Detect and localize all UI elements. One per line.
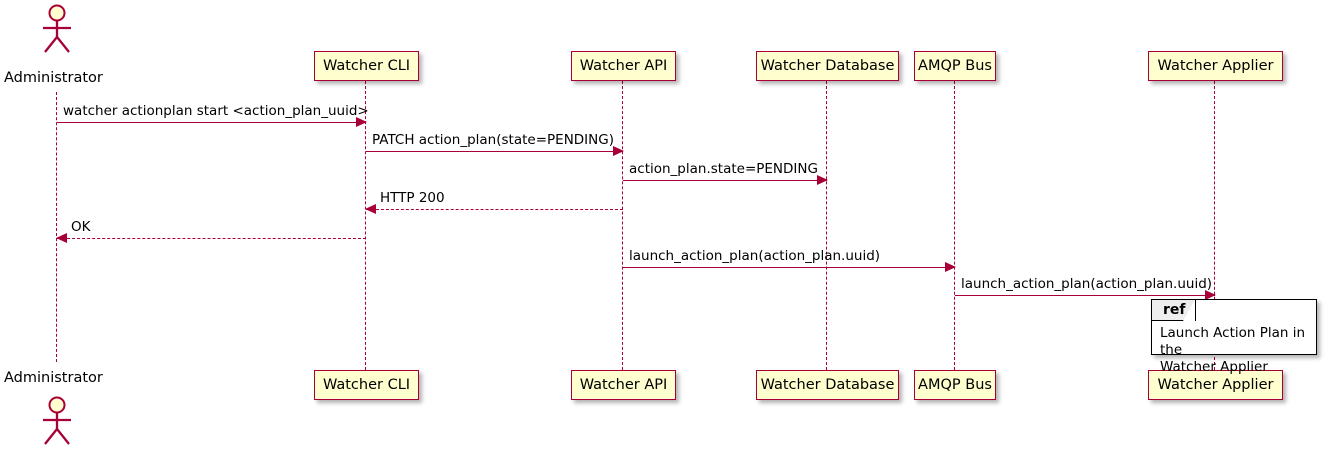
- message-label: HTTP 200: [380, 189, 445, 206]
- participant-box-watcher-cli-bottom[interactable]: Watcher CLI: [314, 370, 419, 400]
- actor-label-administrator-bottom: Administrator: [4, 370, 103, 386]
- message-label: OK: [71, 218, 91, 235]
- participant-box-watcher-applier-top[interactable]: Watcher Applier: [1148, 51, 1283, 81]
- actor-administrator-bottom: [36, 396, 78, 450]
- participant-label: Watcher Applier: [1157, 57, 1274, 74]
- participant-label: Watcher CLI: [322, 376, 411, 393]
- participant-box-watcher-api-bottom[interactable]: Watcher API: [571, 370, 676, 400]
- participant-label: Watcher API: [579, 376, 668, 393]
- message-line: [623, 267, 955, 268]
- participant-box-amqp-bus-bottom[interactable]: AMQP Bus: [914, 370, 996, 400]
- arrow-head-icon: [56, 232, 67, 243]
- participant-box-watcher-api-top[interactable]: Watcher API: [571, 51, 676, 81]
- lifeline-amqp-bus: [954, 81, 956, 370]
- message-label: action_plan.state=PENDING: [629, 160, 818, 177]
- participant-box-watcher-applier-bottom[interactable]: Watcher Applier: [1148, 370, 1283, 400]
- participant-label: Watcher Database: [760, 57, 895, 74]
- arrow-head-icon: [1205, 289, 1216, 300]
- message-line: [57, 238, 366, 239]
- participant-box-amqp-bus-top[interactable]: AMQP Bus: [914, 51, 996, 81]
- arrow-head-icon: [817, 174, 828, 185]
- message-line: [955, 295, 1215, 296]
- arrow-head-icon: [365, 203, 376, 214]
- fragment-text: Launch Action Plan in the Watcher Applie…: [1160, 325, 1306, 375]
- fragment-tab: ref: [1152, 300, 1196, 321]
- message-line: [366, 151, 623, 152]
- participant-label: Watcher Applier: [1157, 376, 1274, 393]
- participant-label: AMQP Bus: [918, 57, 992, 74]
- lifeline-watcher-api: [622, 81, 624, 370]
- arrow-head-icon: [356, 116, 367, 127]
- arrow-head-icon: [945, 261, 956, 272]
- message-label: watcher actionplan start <action_plan_uu…: [63, 102, 369, 119]
- actor-administrator-top: [36, 4, 78, 58]
- participant-label: Watcher CLI: [322, 57, 411, 74]
- fragment-tab-label: ref: [1163, 302, 1186, 318]
- arrow-head-icon: [613, 145, 624, 156]
- message-line: [57, 122, 366, 123]
- participant-label: Watcher Database: [760, 376, 895, 393]
- lifeline-watcher-applier: [1214, 81, 1216, 370]
- participant-box-watcher-database-top[interactable]: Watcher Database: [756, 51, 899, 81]
- participant-box-watcher-cli-top[interactable]: Watcher CLI: [314, 51, 419, 81]
- participant-box-watcher-database-bottom[interactable]: Watcher Database: [756, 370, 899, 400]
- message-label: launch_action_plan(action_plan.uuid): [961, 275, 1213, 292]
- participant-label: AMQP Bus: [918, 376, 992, 393]
- message-line: [623, 180, 827, 181]
- message-label: launch_action_plan(action_plan.uuid): [629, 247, 881, 264]
- message-line: [366, 209, 623, 210]
- lifeline-administrator: [56, 92, 58, 362]
- actor-label-administrator-top: Administrator: [4, 70, 103, 86]
- participant-label: Watcher API: [579, 57, 668, 74]
- message-label: PATCH action_plan(state=PENDING): [372, 131, 614, 148]
- lifeline-watcher-cli: [365, 81, 367, 370]
- lifeline-watcher-database: [826, 81, 828, 370]
